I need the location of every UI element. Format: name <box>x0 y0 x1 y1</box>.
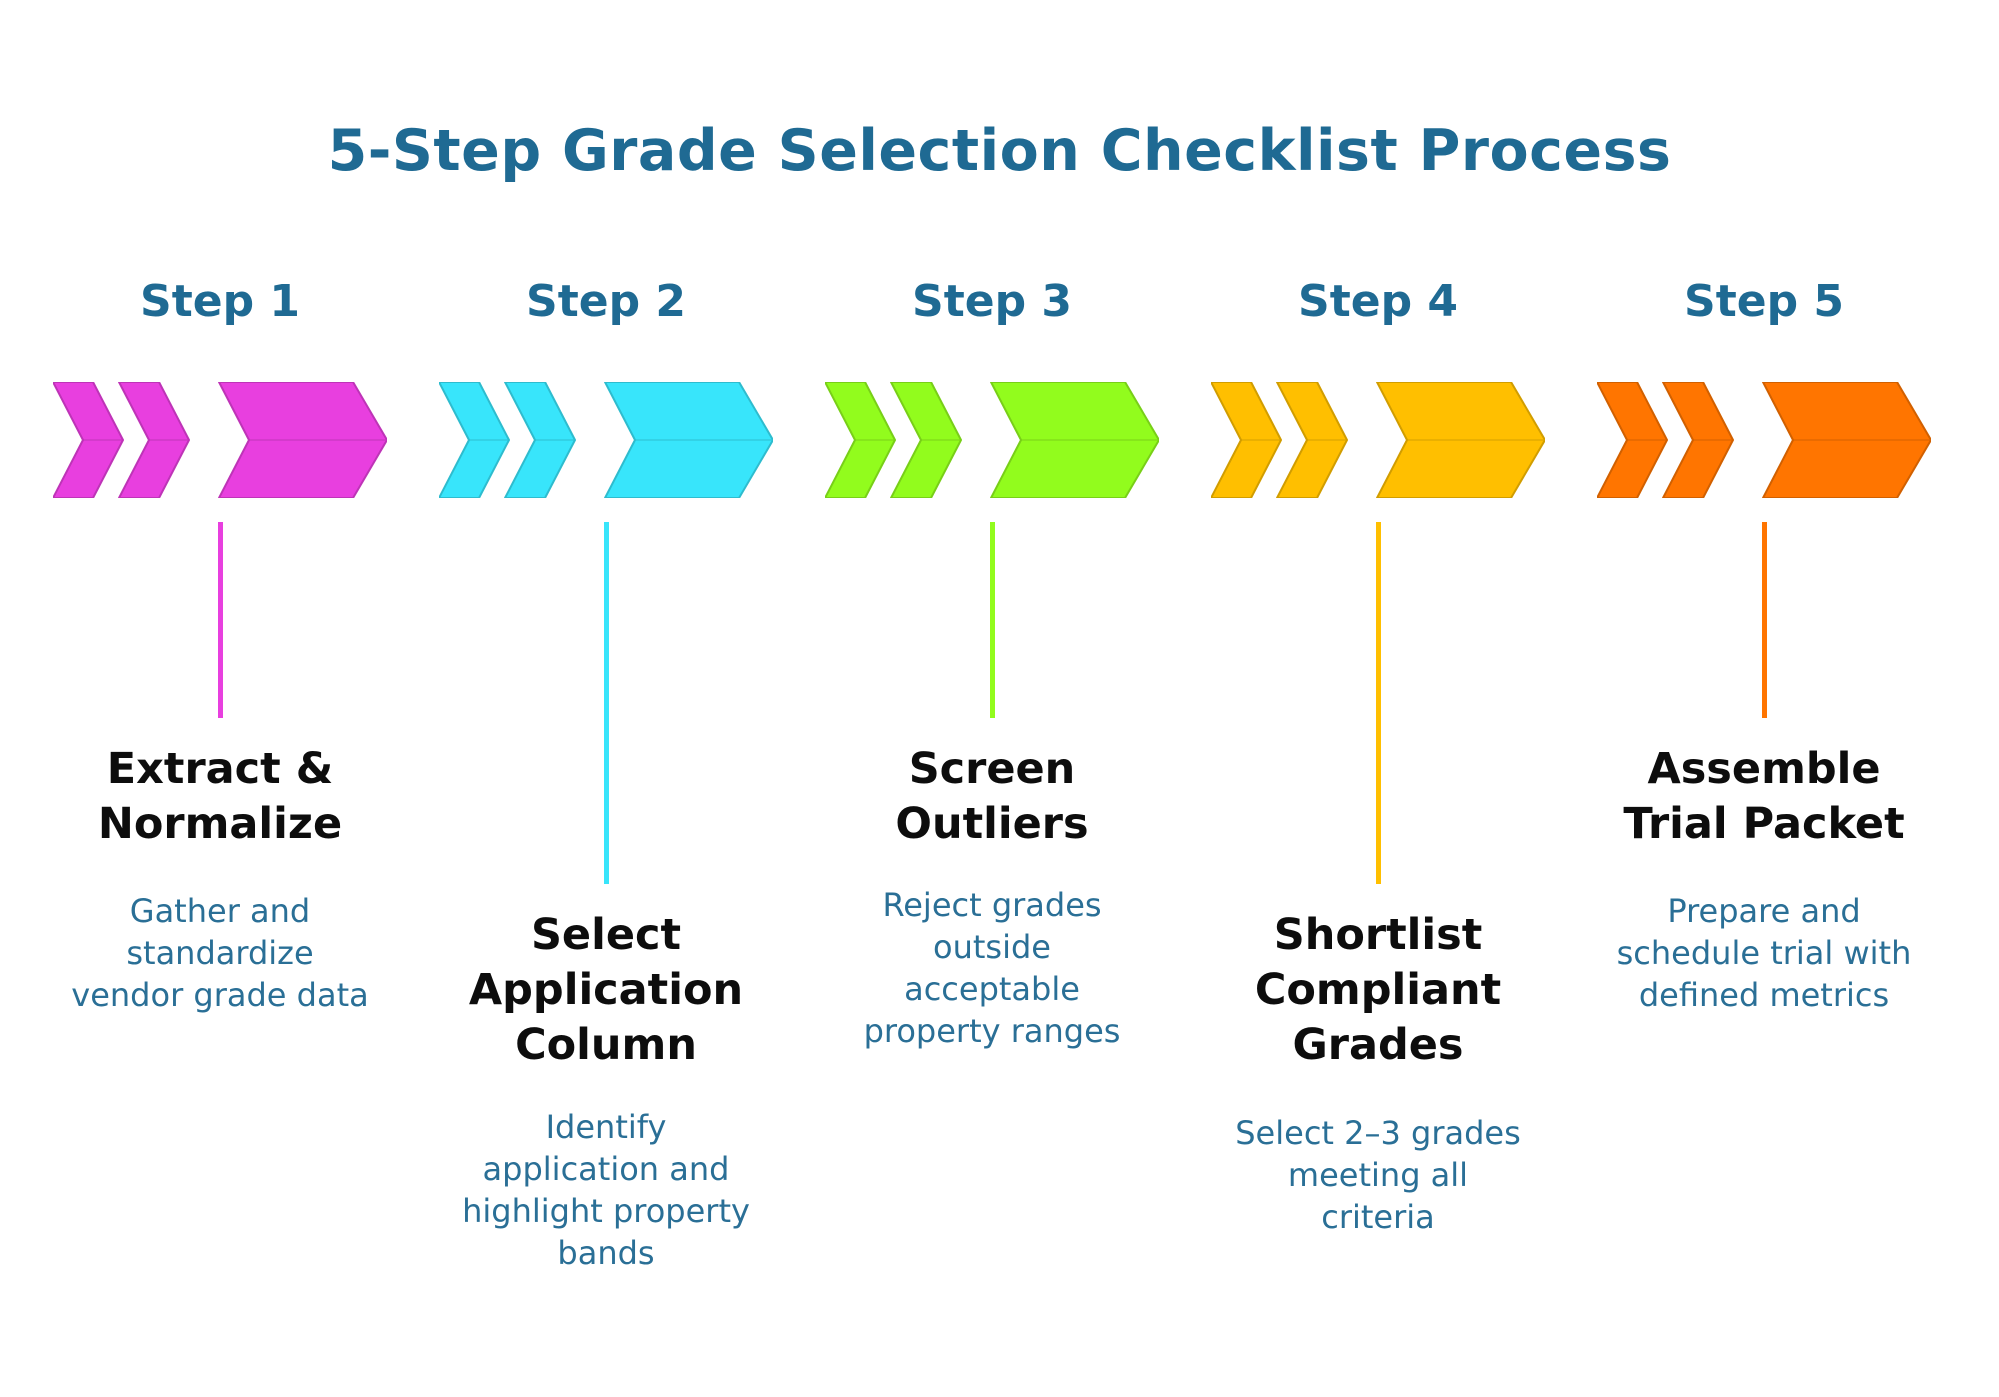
step-description-line: criteria <box>1321 1198 1435 1236</box>
step-heading-line: Extract & <box>106 744 334 794</box>
step-heading-line: Outliers <box>895 799 1089 849</box>
step-description-line: application and <box>482 1150 730 1188</box>
chevron-arrows-icon <box>439 382 773 498</box>
step-heading-line: Select <box>530 910 682 960</box>
step-description-line: Gather and <box>129 892 311 930</box>
chevron-arrows-icon <box>825 382 1159 498</box>
step-description-line: Identify <box>545 1108 667 1146</box>
chevron-arrows-icon <box>1211 382 1545 498</box>
connector-line <box>218 522 223 718</box>
step-description-line: property ranges <box>863 1012 1121 1050</box>
connector-line <box>604 522 609 884</box>
step-heading-line: Normalize <box>97 799 343 849</box>
step-label: Step 1 <box>140 276 300 327</box>
step-label: Step 2 <box>526 276 686 327</box>
step-label: Step 5 <box>1684 276 1844 327</box>
step-description-line: defined metrics <box>1638 976 1890 1014</box>
step-description-line: acceptable <box>904 970 1080 1008</box>
step-heading-line: Assemble <box>1647 744 1881 794</box>
chevron-arrows-icon <box>53 382 387 498</box>
step-description: Select 2–3 grades meeting all criteria <box>1183 1112 1573 1238</box>
step-heading-line: Shortlist <box>1273 910 1483 960</box>
step-heading-line: Application <box>468 965 744 1015</box>
step-heading-line: Column <box>515 1020 697 1070</box>
step-heading-line: Grades <box>1292 1020 1464 1070</box>
connector-line <box>1376 522 1381 884</box>
step-description: Reject grades outside acceptable property r… <box>797 884 1187 1052</box>
step-description-line: bands <box>557 1234 655 1272</box>
diagram-title: 5-Step Grade Selection Checklist Process <box>327 118 1672 184</box>
connector-line <box>1762 522 1767 718</box>
step-label: Step 3 <box>912 276 1072 327</box>
step-description-line: meeting all <box>1287 1156 1469 1194</box>
step-heading-line: Compliant <box>1254 965 1502 1015</box>
step-description-line: vendor grade data <box>71 976 369 1014</box>
step-description-line: Select 2–3 grades <box>1235 1114 1521 1152</box>
chevron-arrows-icon <box>1597 382 1931 498</box>
step-description: Gather and standardize vendor grade data <box>25 890 415 1016</box>
step-description-line: highlight property <box>462 1192 750 1230</box>
step-heading-line: Screen <box>908 744 1076 794</box>
step-description-line: schedule trial with <box>1616 934 1912 972</box>
step-description-line: outside <box>933 928 1051 966</box>
step-description-line: standardize <box>126 934 314 972</box>
step-label: Step 4 <box>1298 276 1458 327</box>
step-description: Identify application and highlight propert… <box>411 1106 801 1274</box>
step-heading-line: Trial Packet <box>1623 799 1905 849</box>
step-description-line: Prepare and <box>1667 892 1861 930</box>
step-description-line: Reject grades <box>882 886 1102 924</box>
step-description: Prepare and schedule trial with defined me… <box>1569 890 1959 1016</box>
connector-line <box>990 522 995 718</box>
step-heading: Extract &Normalize <box>25 742 415 852</box>
